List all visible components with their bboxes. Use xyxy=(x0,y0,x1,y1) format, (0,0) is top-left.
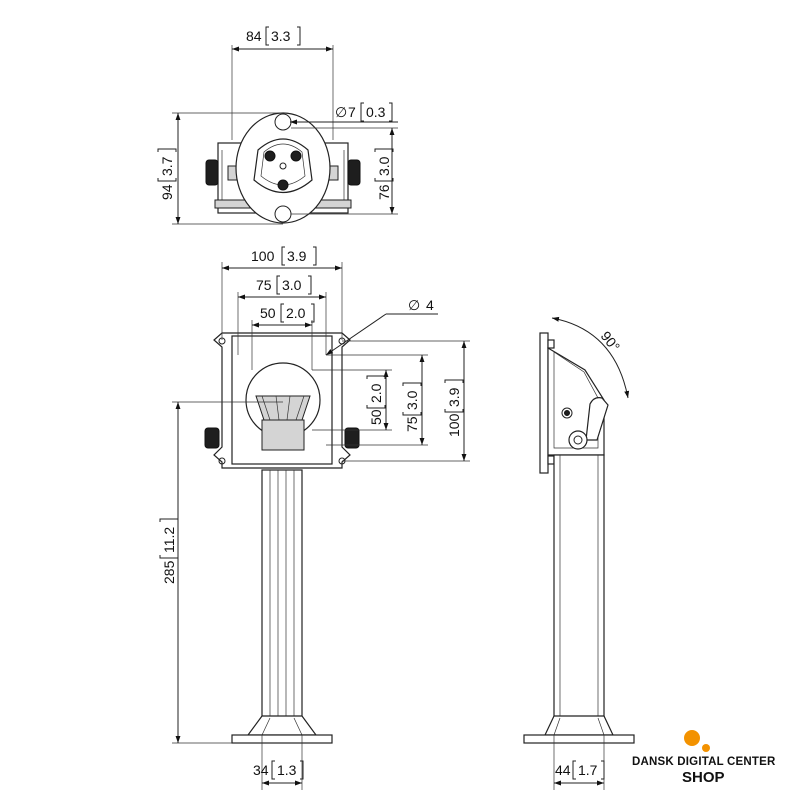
top-view: 84 3.3 ∅ 7 0.3 94 3.7 76 3.0 xyxy=(157,26,398,225)
front-view: 100 3.9 75 3.0 50 2.0 ∅ 4 50 2.0 xyxy=(159,246,470,790)
pivot-bolt-icon xyxy=(264,150,276,162)
side-knob-icon xyxy=(568,430,588,450)
dim-top-hole-inch: 0.3 xyxy=(366,104,386,120)
side-view: 90° 44 1.7 xyxy=(523,316,635,790)
dim-vesa-100: 100 xyxy=(251,248,275,264)
dim-vesa-50-vertical-inch: 2.0 xyxy=(368,383,384,403)
dim-top-pitch: 76 xyxy=(376,184,392,200)
dim-vesa-100-inch: 3.9 xyxy=(287,248,307,264)
dim-vesa-50-vertical: 50 xyxy=(368,409,384,425)
dim-base-34-inch: 1.3 xyxy=(277,762,297,778)
dim-top-width: 84 xyxy=(246,28,262,44)
dim-top-width-inch: 3.3 xyxy=(271,28,291,44)
side-plate xyxy=(539,332,549,474)
right-knob-icon xyxy=(344,427,360,449)
pivot-bolt-icon xyxy=(277,179,289,191)
dim-top-hole: 7 xyxy=(348,104,356,120)
base-flare xyxy=(246,715,318,736)
diameter-symbol: ∅ xyxy=(335,104,347,120)
dim-side-base-44-inch: 1.7 xyxy=(578,762,598,778)
logo-dot-large-icon xyxy=(684,730,700,746)
dim-angle: 90° xyxy=(598,328,624,355)
dim-vesa-50: 50 xyxy=(260,305,276,321)
dim-top-pitch-inch: 3.0 xyxy=(376,156,392,176)
dim-vesa-75-vertical-inch: 3.0 xyxy=(404,390,420,410)
dim-height-285: 285 xyxy=(161,560,177,584)
dim-top-height-inch: 3.7 xyxy=(159,156,175,176)
dim-hole-4: 4 xyxy=(426,297,434,313)
logo-line2: SHOP xyxy=(682,769,725,786)
left-knob-icon xyxy=(204,427,220,449)
side-base-plate xyxy=(523,734,635,744)
side-pole xyxy=(553,454,605,719)
dim-top-height: 94 xyxy=(159,184,175,200)
logo-dot-small-icon xyxy=(702,744,710,752)
dim-base-34: 34 xyxy=(253,762,269,778)
left-knob-icon xyxy=(205,159,219,186)
dim-vesa-75: 75 xyxy=(256,277,272,293)
base-plate xyxy=(231,734,333,744)
right-knob-icon xyxy=(347,159,361,186)
dim-vesa-50-inch: 2.0 xyxy=(286,305,306,321)
shop-logo: DANSK DIGITAL CENTER SHOP xyxy=(632,730,792,790)
angle-arc xyxy=(551,316,630,399)
pivot-bolt-icon xyxy=(290,150,302,162)
dim-vesa-100-vertical-inch: 3.9 xyxy=(446,387,462,407)
diameter-symbol: ∅ xyxy=(408,297,420,313)
dim-vesa-75-inch: 3.0 xyxy=(282,277,302,293)
logo-line1: DANSK DIGITAL CENTER xyxy=(632,756,776,768)
dim-vesa-75-vertical: 75 xyxy=(404,416,420,432)
dim-side-base-44: 44 xyxy=(555,762,571,778)
tilt-head xyxy=(255,395,311,421)
pole xyxy=(261,469,303,719)
dim-height-285-inch: 11.2 xyxy=(161,527,177,553)
dim-vesa-100-vertical: 100 xyxy=(446,413,462,437)
